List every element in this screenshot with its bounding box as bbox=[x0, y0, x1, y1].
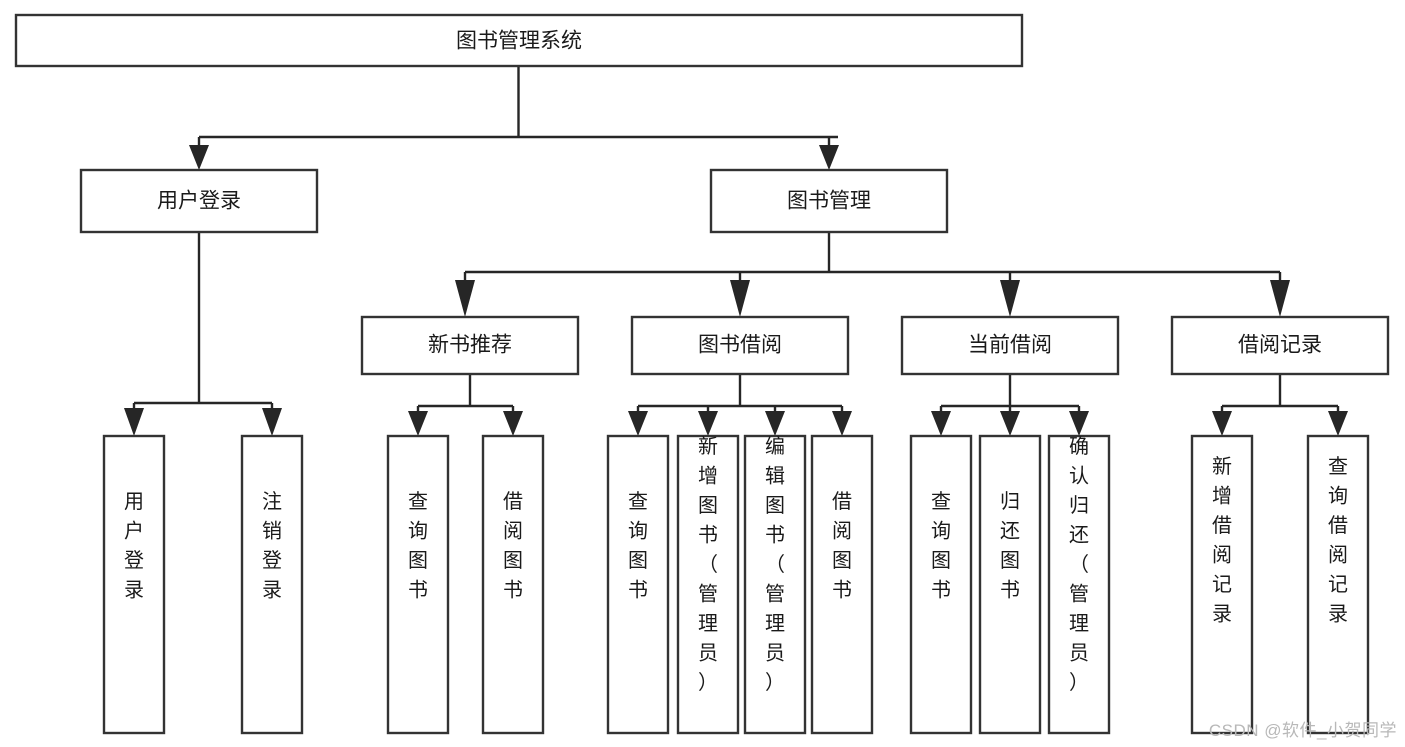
leaf-logout-login-label: 注销登录 bbox=[262, 490, 282, 602]
arrow-head-leaf-borrow-book-2 bbox=[832, 411, 852, 436]
leaf-query-book-2-label: 查询图书 bbox=[628, 490, 648, 602]
node-book-borrow-box[interactable] bbox=[630, 315, 850, 376]
node-new-book-recommend[interactable]: 新书推荐 bbox=[360, 315, 580, 376]
leaf-return-book-box[interactable] bbox=[978, 434, 1042, 735]
leaf-query-book-1-label: 查询图书 bbox=[408, 490, 428, 602]
leaf-query-book-3-label: 查询图书 bbox=[931, 490, 951, 602]
leaf-borrow-book-2-label: 借阅图书 bbox=[832, 490, 852, 602]
arrow-head-user-login bbox=[189, 145, 209, 170]
arrow-head-book-borrow bbox=[730, 280, 750, 317]
node-root-label: 图书管理系统 bbox=[456, 30, 582, 53]
arrow-head-new-book-recommend bbox=[455, 280, 475, 317]
csdn-watermark: CSDN @软件_小贺同学 bbox=[1208, 721, 1397, 740]
leaf-add-book-label: 新增图书（管理员） bbox=[698, 435, 718, 694]
node-book-management-box[interactable] bbox=[709, 168, 949, 234]
arrow-head-borrow-record bbox=[1270, 280, 1290, 317]
node-book-borrow-label: 图书借阅 bbox=[698, 334, 782, 357]
leaf-user-login[interactable]: 用户登录 bbox=[102, 434, 166, 735]
node-current-borrow-label: 当前借阅 bbox=[968, 334, 1052, 357]
arrow-head-leaf-add-book bbox=[698, 411, 718, 436]
leaf-query-book-3[interactable]: 查询图书 bbox=[909, 434, 973, 735]
arrow-head-leaf-edit-book bbox=[765, 411, 785, 436]
leaf-borrow-book-1-label: 借阅图书 bbox=[503, 490, 523, 602]
connector-layer bbox=[124, 66, 1348, 436]
leaf-borrow-book-1-box[interactable] bbox=[481, 434, 545, 735]
leaf-query-book-1-box[interactable] bbox=[386, 434, 450, 735]
arrow-head-leaf-borrow-book-1 bbox=[503, 411, 523, 436]
arrow-head-leaf-logout-login bbox=[262, 408, 282, 436]
node-user-login-box[interactable] bbox=[79, 168, 319, 234]
arrow-head-leaf-query-book-3 bbox=[931, 411, 951, 436]
arrow-head-leaf-return-book bbox=[1000, 411, 1020, 436]
leaf-query-borrow-record-box[interactable] bbox=[1306, 434, 1370, 735]
leaf-borrow-book-2-box[interactable] bbox=[810, 434, 874, 735]
node-current-borrow[interactable]: 当前借阅 bbox=[900, 315, 1120, 376]
node-root[interactable]: 图书管理系统 bbox=[14, 13, 1024, 68]
node-book-management-label: 图书管理 bbox=[787, 190, 871, 213]
leaf-borrow-book-2[interactable]: 借阅图书 bbox=[810, 434, 874, 735]
leaf-confirm-return[interactable]: 确认归还（管理员） bbox=[1047, 434, 1111, 735]
leaf-user-login-label: 用户登录 bbox=[124, 491, 144, 602]
leaf-query-borrow-record[interactable]: 查询借阅记录 bbox=[1306, 434, 1370, 735]
leaf-return-book[interactable]: 归还图书 bbox=[978, 434, 1042, 735]
leaf-logout-login-box[interactable] bbox=[240, 434, 304, 735]
arrow-head-leaf-confirm-return bbox=[1069, 411, 1089, 436]
leaf-edit-book[interactable]: 编辑图书（管理员） bbox=[743, 434, 807, 735]
arrow-head-leaf-user-login bbox=[124, 408, 144, 436]
leaf-confirm-return-box[interactable] bbox=[1047, 434, 1111, 735]
node-new-book-recommend-label: 新书推荐 bbox=[428, 334, 512, 357]
leaf-add-borrow-record-box[interactable] bbox=[1190, 434, 1254, 735]
leaf-user-login-box[interactable] bbox=[102, 434, 166, 735]
leaf-query-book-1[interactable]: 查询图书 bbox=[386, 434, 450, 735]
node-borrow-record[interactable]: 借阅记录 bbox=[1170, 315, 1390, 376]
leaf-query-book-2[interactable]: 查询图书 bbox=[606, 434, 670, 735]
leaf-add-borrow-record[interactable]: 新增借阅记录 bbox=[1190, 434, 1254, 735]
node-borrow-record-label: 借阅记录 bbox=[1238, 334, 1322, 357]
node-user-login-label: 用户登录 bbox=[157, 190, 241, 213]
leaf-confirm-return-label: 确认归还（管理员） bbox=[1069, 435, 1089, 694]
node-book-management[interactable]: 图书管理 bbox=[709, 168, 949, 234]
node-book-borrow[interactable]: 图书借阅 bbox=[630, 315, 850, 376]
arrow-head-leaf-query-book-1 bbox=[408, 411, 428, 436]
leaf-borrow-book-1[interactable]: 借阅图书 bbox=[481, 434, 545, 735]
leaf-add-borrow-record-label: 新增借阅记录 bbox=[1212, 455, 1232, 626]
arrow-head-current-borrow bbox=[1000, 280, 1020, 317]
leaf-query-book-3-box[interactable] bbox=[909, 434, 973, 735]
node-current-borrow-box[interactable] bbox=[900, 315, 1120, 376]
leaf-add-book-box[interactable] bbox=[676, 434, 740, 735]
node-new-book-recommend-box[interactable] bbox=[360, 315, 580, 376]
arrow-head-book-management bbox=[819, 145, 839, 170]
arrow-head-leaf-query-borrow-record bbox=[1328, 411, 1348, 436]
node-borrow-record-box[interactable] bbox=[1170, 315, 1390, 376]
leaf-edit-book-label: 编辑图书（管理员） bbox=[765, 435, 785, 694]
leaf-return-book-label: 归还图书 bbox=[1000, 490, 1020, 602]
arrow-head-leaf-add-borrow-record bbox=[1212, 411, 1232, 436]
leaf-add-book[interactable]: 新增图书（管理员） bbox=[676, 434, 740, 735]
leaf-logout-login[interactable]: 注销登录 bbox=[240, 434, 304, 735]
leaf-query-borrow-record-label: 查询借阅记录 bbox=[1328, 455, 1348, 626]
node-root-box[interactable] bbox=[14, 13, 1024, 68]
leaf-query-book-2-box[interactable] bbox=[606, 434, 670, 735]
leaf-edit-book-box[interactable] bbox=[743, 434, 807, 735]
node-user-login[interactable]: 用户登录 bbox=[79, 168, 319, 234]
arrow-head-leaf-query-book-2 bbox=[628, 411, 648, 436]
